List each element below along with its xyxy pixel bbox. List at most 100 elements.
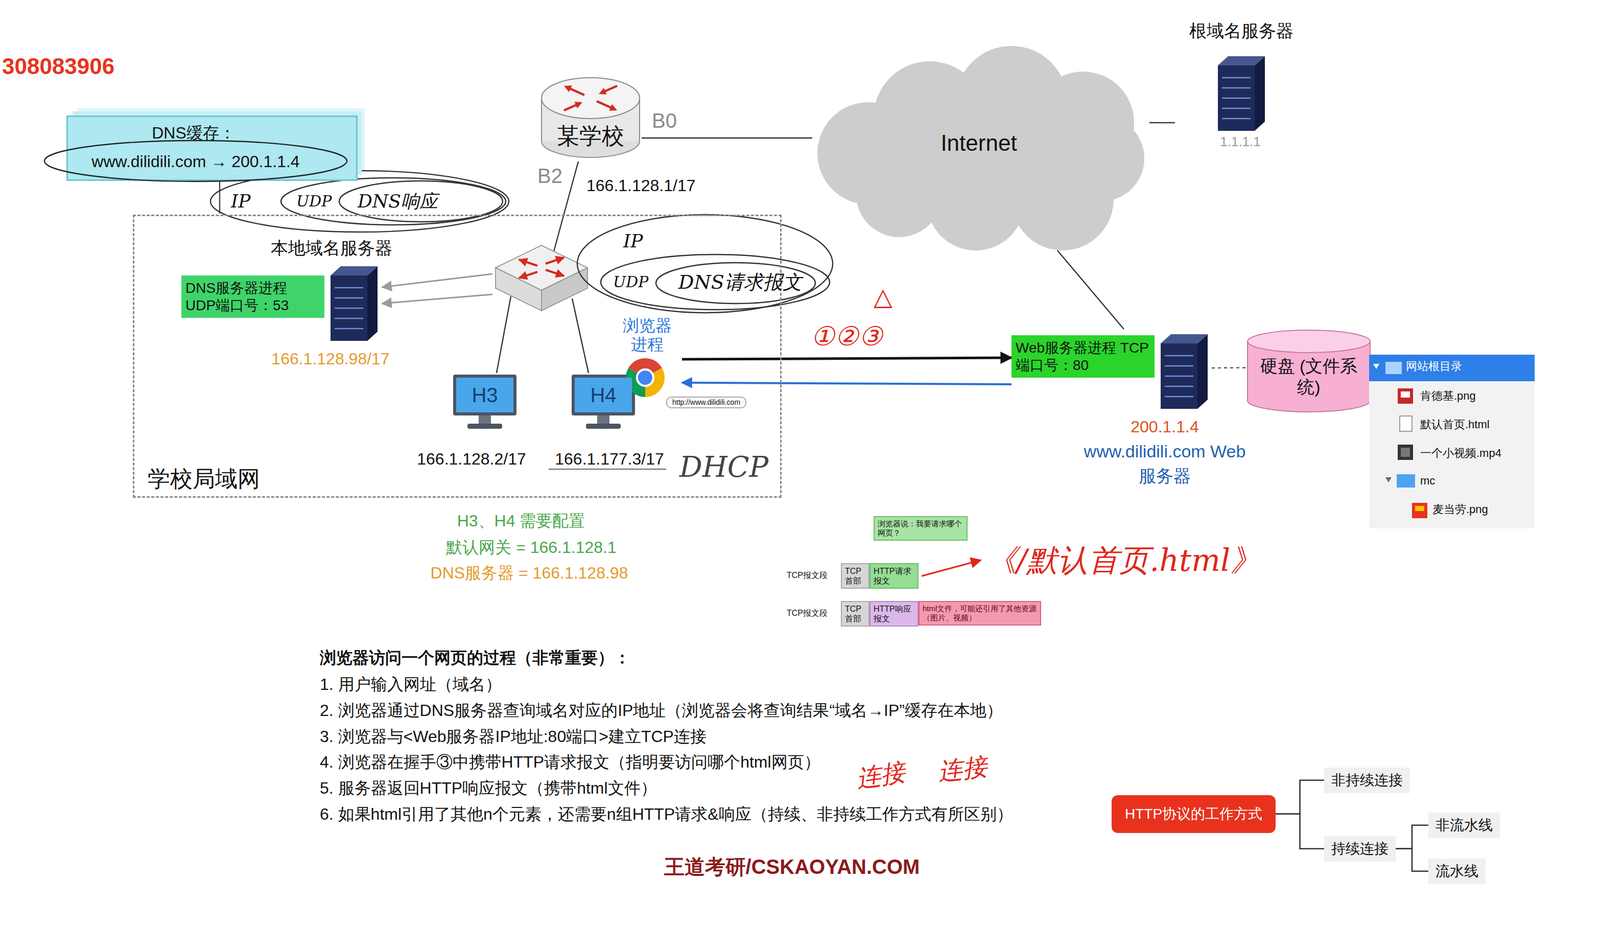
browser-icon [638, 370, 653, 385]
node-text: 持续连接 [1331, 839, 1389, 858]
node-text: 浏览器说：我要请求哪个网页？ [877, 519, 964, 538]
ip-address: 166.1.128.98/17 [271, 348, 390, 369]
switch-arrow [519, 271, 538, 278]
folder-icon [1385, 361, 1402, 374]
cyl-group [1247, 330, 1371, 412]
node-text: DNS缓存： [151, 123, 236, 143]
list-step: 1. 用户输入网址（域名） [319, 674, 502, 694]
storage-link [1211, 366, 1247, 369]
handwritten-note: UDP [296, 192, 333, 211]
hard-disk: 硬盘 (文件系统) [1246, 328, 1372, 413]
server-icon [1221, 77, 1251, 79]
cloud-group [817, 45, 1145, 251]
node-text: www.dilidili.com → 200.1.1.4 [91, 151, 300, 172]
switch-arrow [545, 269, 564, 276]
handwritten-note: IP [623, 229, 643, 252]
file-icon [1412, 502, 1428, 519]
handwritten-oval [600, 254, 830, 310]
browser-icon [636, 368, 655, 387]
list-heading: 浏览器访问一个网页的过程（非常重要）： [319, 647, 631, 668]
node-text: 非持续连接 [1331, 771, 1403, 789]
monitor-frame [571, 374, 635, 416]
dns-request-arrow [382, 273, 493, 288]
payload-field: html文件，可能还引用了其他资源（图片、视频） [918, 600, 1042, 626]
payload-field: HTTP响应报文 [869, 600, 919, 627]
bracket-line [1395, 848, 1429, 872]
server-icon [1221, 107, 1251, 109]
expand-icon [1385, 477, 1392, 483]
port-label: B0 [651, 108, 677, 133]
router-body [540, 98, 543, 141]
node-text: TCP首部 [844, 566, 866, 586]
server-icon [1221, 118, 1251, 120]
handwritten-note: 《/默认首页.html》 [985, 541, 1261, 579]
file-name: 一个小视频.mp4 [1420, 446, 1502, 460]
server-icon [367, 266, 378, 341]
file-icon [1415, 505, 1425, 511]
host: H3166.1.128.2/17 [440, 374, 533, 472]
web-server: Web服务器进程 TCP端口号：80200.1.1.4www.dilidili.… [1011, 328, 1212, 493]
ip-address: 200.1.1.4 [1130, 416, 1199, 437]
oval-group [44, 140, 347, 182]
network-link [641, 137, 813, 139]
handwritten-note: DHCP [679, 449, 769, 484]
server-icon [1164, 355, 1194, 357]
node-text: 流水线 [1435, 862, 1479, 880]
monitor-frame [453, 374, 517, 416]
ip-address: 166.1.177.3/17 [554, 449, 665, 469]
file-icon [1397, 388, 1414, 404]
server-drawing [1213, 51, 1267, 133]
switch-symbol [495, 267, 542, 311]
leader-arrow [921, 559, 981, 576]
server-icon [1254, 56, 1265, 131]
monitor-stand [478, 415, 491, 424]
server-title: 本地域名服务器 [270, 237, 393, 259]
node-text: 浏览器进程 [620, 316, 674, 355]
wire [496, 296, 511, 373]
router-top [541, 77, 640, 119]
router-body [639, 98, 641, 141]
response-arrow [681, 382, 1012, 385]
address-bar: http://www.dilidili.com [666, 396, 747, 409]
segment-label: TCP报文段 [786, 607, 828, 618]
monitor-group [571, 374, 635, 429]
panel-group [1369, 354, 1535, 519]
handwritten-note: UDP [613, 272, 649, 292]
server-icon [1164, 395, 1194, 397]
server-drawing [326, 261, 380, 343]
cloud-shape [914, 86, 1058, 230]
panel-header [1369, 354, 1535, 382]
category-box: HTTP协议的工作方式 [1111, 794, 1276, 833]
watermark: 308083906 [2, 53, 115, 81]
node-text: HTTP请求报文 [873, 566, 915, 586]
node-text: TCP首部 [844, 603, 866, 624]
wire [572, 298, 589, 373]
server-icon [330, 275, 368, 341]
router-name: 某学校 [556, 122, 625, 150]
handwritten-note: IP [230, 190, 251, 213]
handwritten-underline [548, 468, 667, 470]
network-link [1057, 250, 1124, 329]
folder-icon [1396, 474, 1416, 488]
monitor-stand [585, 423, 621, 429]
node-text: 硬盘 (文件系统) [1257, 355, 1360, 398]
node-text: HTTP协议的工作方式 [1124, 805, 1263, 823]
node-text: 非流水线 [1435, 816, 1493, 834]
file-icon [1397, 444, 1414, 460]
arrow-head [598, 87, 607, 95]
payload-field: HTTP请求报文 [869, 562, 919, 589]
folder-panel: 网站根目录肯德基.png默认首页.html一个小视频.mp4mc麦当劳.png [1369, 354, 1535, 529]
option-box: 非持续连接 [1324, 767, 1410, 793]
file-icon [1399, 415, 1413, 432]
config-note: 默认网关 = 166.1.128.1 [445, 537, 617, 557]
bracket-line [1275, 780, 1325, 814]
list-step: 2. 浏览器通过DNS服务器查询域名对应的IP地址（浏览器会将查询结果“域名→I… [319, 700, 1003, 720]
server-icon [334, 307, 364, 309]
wire [219, 181, 221, 214]
list-step: 3. 浏览器与<Web服务器IP地址:80端口>建立TCP连接 [319, 726, 707, 746]
server-icon [334, 327, 364, 329]
server-icon [1217, 56, 1265, 66]
server-icon [1160, 334, 1208, 344]
server-icon [1164, 375, 1194, 377]
